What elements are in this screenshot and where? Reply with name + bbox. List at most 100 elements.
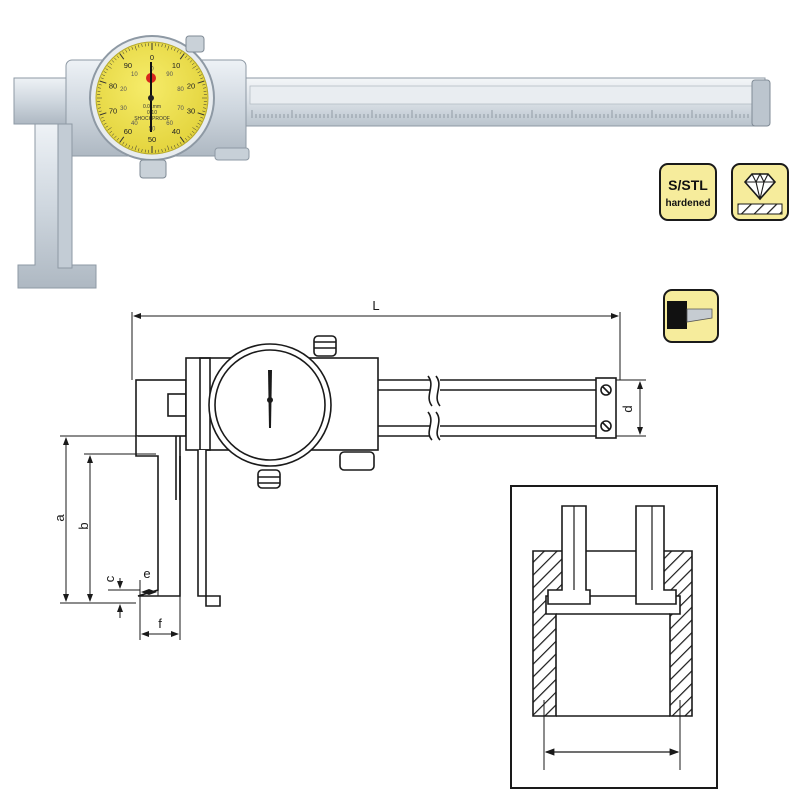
dial-tick (197, 112, 205, 116)
dial-tick (131, 146, 134, 150)
dial-tick (114, 57, 117, 61)
dial-ticks (97, 43, 207, 153)
dial-inner-number: 50 (149, 127, 156, 133)
dial-inner-number: 40 (131, 121, 138, 127)
dial-tick (191, 130, 195, 134)
dial-tick (116, 137, 120, 141)
dial-tick (179, 136, 185, 143)
dim-d-label: d (620, 405, 635, 412)
dial-tick (97, 87, 101, 89)
material-badge: S/STL hardened (659, 163, 717, 221)
dial-tick (189, 133, 193, 136)
dial-tick (202, 84, 206, 86)
dial-tick (198, 119, 202, 122)
dial-tick (134, 145, 137, 151)
dial-tick (202, 110, 206, 112)
thumb-wheel (139, 159, 167, 179)
dial-tick (107, 127, 112, 131)
dial-tick (203, 107, 207, 109)
dial-tick (98, 110, 102, 112)
inside-jaw-icon (663, 289, 719, 343)
dial-inner-number: 60 (166, 121, 173, 127)
dial-tick (184, 137, 188, 141)
dial-tick (173, 48, 176, 52)
dial-tick (161, 149, 163, 153)
dial-tick (97, 107, 101, 109)
dial-tick (102, 74, 106, 77)
material-badge-line1: S/STL (668, 177, 708, 193)
dial-tick (119, 136, 125, 143)
dial-tick (100, 77, 104, 80)
dial-tick (109, 130, 113, 134)
material-badge-line2: hardened (665, 198, 710, 209)
dial-outer-number: 10 (172, 61, 180, 70)
dial-tick (198, 74, 202, 77)
dial-tick (179, 51, 182, 55)
dial-tick (134, 45, 137, 51)
dim-b-label: b (76, 522, 91, 529)
dial-tick (109, 62, 113, 66)
dial-tick (203, 87, 207, 89)
dial-tick (176, 49, 179, 53)
dial-tick (141, 43, 143, 47)
dial-tick (125, 143, 128, 147)
top-lock-knob (185, 35, 205, 53)
dial-tick (131, 46, 134, 50)
dial-outer-number: 30 (187, 107, 195, 116)
dial-tick (105, 68, 109, 71)
dial-inner-number: 80 (177, 87, 184, 93)
diamond-icon (731, 163, 789, 221)
dial-inner-number: 30 (120, 106, 127, 112)
dial-tick (197, 122, 201, 125)
dial-tick (197, 80, 205, 84)
movable-jaw (57, 123, 73, 269)
dial-tick (128, 144, 131, 148)
dial-inner-number: 20 (120, 87, 127, 93)
dial-tick (107, 65, 112, 69)
beam-end-cap (751, 79, 771, 127)
dial-tick (187, 135, 190, 139)
dial-tick (111, 133, 115, 136)
dial-tick (197, 71, 201, 74)
dial-tick (184, 55, 188, 59)
dial-tick (164, 148, 166, 152)
dimension-lines (60, 312, 646, 640)
dial-outer-number: 70 (109, 107, 117, 116)
dial-tick (128, 48, 131, 52)
dial-tick (122, 141, 125, 145)
dial-tick (103, 71, 107, 74)
dial-tick (176, 143, 179, 147)
dial-tick (192, 65, 197, 69)
dial-tick (161, 43, 163, 47)
dial-inner-number: 90 (166, 72, 173, 78)
dial-tick (170, 46, 173, 50)
dial-tick (105, 125, 109, 128)
dim-f-label: f (158, 616, 162, 631)
dial-tick (100, 116, 104, 119)
dial-tick (173, 144, 176, 148)
dial-outer-number: 60 (124, 127, 132, 136)
dial-inner-number: 0 (150, 67, 154, 73)
dial-tick (138, 148, 140, 152)
caliper-line-drawing (135, 335, 617, 607)
dial-tick (98, 84, 102, 86)
dial-tick (164, 44, 166, 48)
dial-tick (167, 45, 170, 51)
dimension-labels: L d a b c e f (52, 298, 635, 631)
dial-tick (191, 62, 195, 66)
dial-tick (119, 53, 125, 60)
dial-tick (179, 53, 185, 60)
dial-tick (167, 145, 170, 151)
dial-outer-number: 20 (187, 81, 195, 90)
dial-inner-number: 70 (177, 106, 184, 112)
dial-tick (170, 146, 173, 150)
groove-inset (510, 485, 718, 789)
dial-tick (187, 57, 190, 61)
dial-outer-number: 40 (172, 127, 180, 136)
dial-tick (125, 49, 128, 53)
dial-inner-number: 10 (131, 72, 138, 78)
dim-e-label: e (143, 566, 150, 581)
dial-tick (116, 55, 120, 59)
inset-jaw-left (547, 505, 591, 605)
beam-scale (251, 110, 749, 118)
